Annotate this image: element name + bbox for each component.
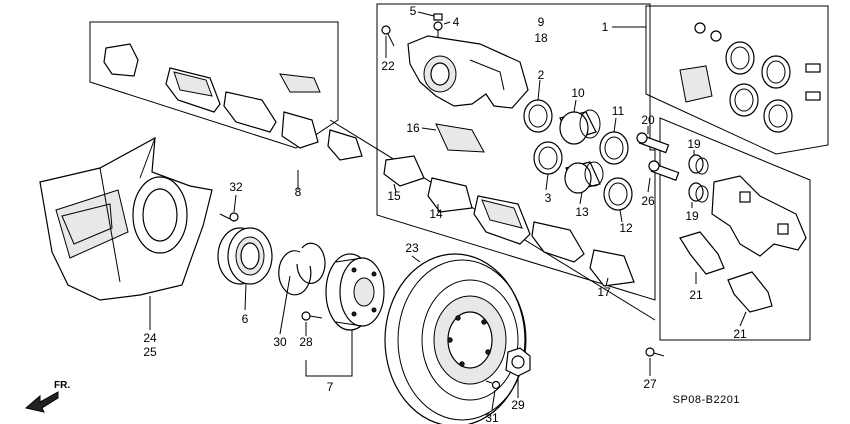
callout-25: 25 [143, 345, 157, 359]
callout-21a: 21 [689, 288, 703, 302]
caliper-bracket [711, 175, 807, 257]
leader-lines [149, 11, 747, 411]
callout-2: 2 [538, 68, 545, 82]
callout-11: 11 [612, 104, 625, 118]
brake-disc [384, 253, 527, 424]
guide-pin-20 [636, 132, 670, 154]
callout-1: 1 [602, 20, 609, 34]
wheel-bearing [217, 227, 273, 285]
callout-16: 16 [406, 121, 420, 135]
callout-28: 28 [299, 335, 313, 349]
callout-3: 3 [545, 191, 552, 205]
seal-kit-box-1 [645, 5, 829, 155]
piston-13 [564, 161, 604, 194]
pin-boot-19b [688, 182, 709, 203]
pin-boot-19a [688, 154, 709, 175]
diagram-code: SP08-B2201 [673, 394, 740, 406]
callout-13: 13 [575, 205, 589, 219]
callout-19a: 19 [687, 137, 701, 151]
callout-19b: 19 [685, 209, 699, 223]
bolt-22 [381, 25, 395, 47]
callout-17: 17 [597, 285, 611, 299]
callout-32: 32 [229, 180, 243, 194]
callout-20: 20 [641, 113, 655, 127]
hub-nut [505, 347, 531, 377]
callout-14: 14 [429, 207, 443, 221]
piston-seal-2 [523, 99, 553, 133]
callout-6: 6 [242, 312, 249, 326]
caliper-body [407, 35, 529, 109]
callout-4: 4 [453, 15, 460, 29]
snap-ring [278, 242, 326, 296]
callout-5: 5 [410, 4, 417, 18]
pad-set-8 [103, 43, 363, 161]
wheel-hub [325, 253, 385, 331]
piston-seal-3 [533, 141, 563, 175]
callout-10: 10 [571, 86, 585, 100]
callout-9: 9 [538, 15, 545, 29]
callout-24: 24 [143, 331, 157, 345]
front-direction-label: FR. [54, 380, 70, 391]
callout-12: 12 [619, 221, 633, 235]
callout-labels: 1 2 3 4 5 6 7 8 9 18 10 11 12 13 14 15 1… [143, 4, 747, 424]
callout-15: 15 [387, 189, 401, 203]
screw-32 [219, 212, 239, 222]
guide-pin-26 [648, 160, 680, 181]
callout-29: 29 [511, 398, 525, 412]
callout-30: 30 [273, 335, 287, 349]
callout-7: 7 [327, 380, 334, 394]
caliper-pads [383, 155, 635, 287]
caliper-box-9 [376, 3, 656, 301]
callout-23: 23 [405, 241, 419, 255]
callout-8: 8 [295, 185, 302, 199]
screw-28 [301, 311, 323, 321]
seal-kit-1 [679, 22, 821, 133]
callout-26: 26 [641, 194, 655, 208]
dust-shield [39, 136, 213, 301]
callout-27: 27 [643, 377, 657, 391]
pad-clip-21b [727, 271, 773, 313]
screw-31 [485, 380, 501, 390]
bolt-27 [645, 347, 665, 357]
bracket-box [659, 117, 811, 341]
dust-boot-12 [603, 177, 633, 211]
piston-10 [559, 109, 601, 145]
pad-shim-16 [435, 123, 485, 153]
callout-21b: 21 [733, 327, 747, 341]
pad-set-box-8 [89, 21, 339, 149]
callout-18: 18 [534, 31, 548, 45]
callout-31: 31 [485, 411, 499, 424]
callout-22: 22 [381, 59, 395, 73]
pad-clip-21a [679, 231, 725, 275]
dust-boot-11 [599, 131, 629, 165]
front-direction-arrow [24, 391, 59, 413]
